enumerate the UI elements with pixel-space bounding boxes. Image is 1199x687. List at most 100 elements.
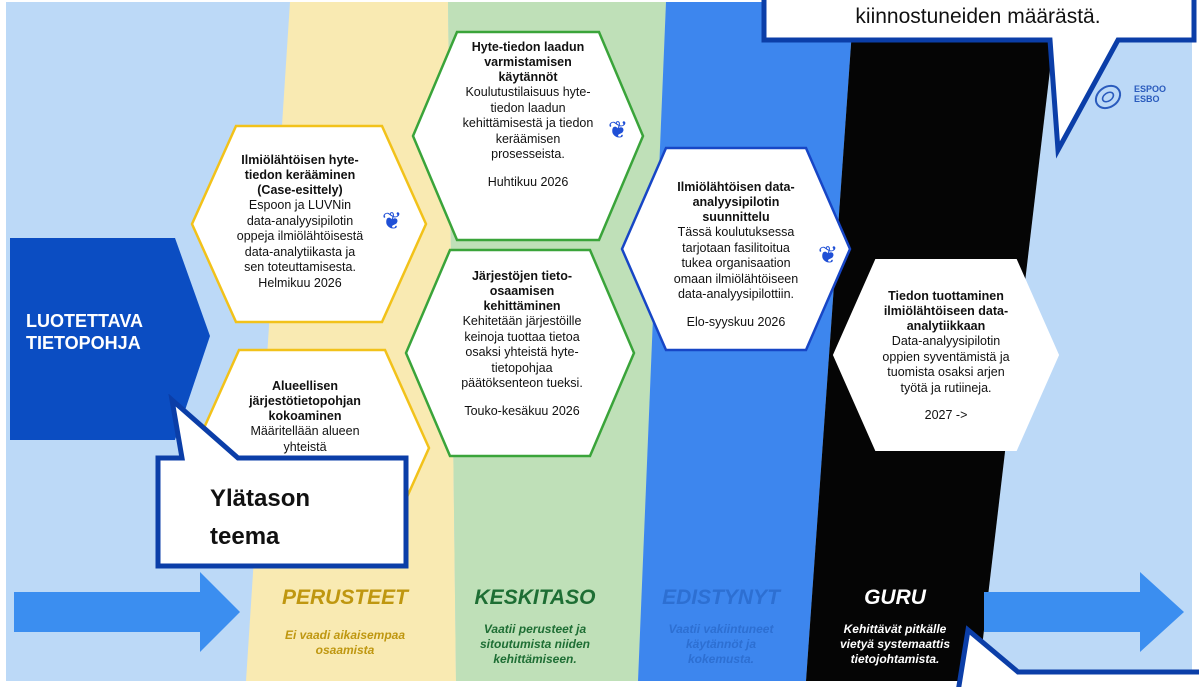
logo-line: ESPOO — [1134, 84, 1167, 94]
hex-body-line: omaan ilmiölähtöiseen — [673, 271, 799, 286]
hex-case — [190, 124, 428, 324]
hex-title: Järjestöjen tieto- osaamisen kehittämine… — [434, 269, 610, 314]
hex-jarj — [404, 248, 636, 458]
callout-top-text: kiinnostuneiden määrästä. — [855, 5, 1101, 28]
level-keskitaso-name: KESKITASO — [474, 586, 596, 609]
hex-body-line: Data-analyysipilotin — [891, 334, 1001, 348]
hex-body-line: Huhtikuu 2026 — [487, 174, 569, 189]
award-wreath-icon: ❦ — [382, 208, 403, 235]
hex-title-line: kehittäminen — [483, 299, 561, 313]
level-edistynyt-name: EDISTYNYT — [662, 586, 780, 609]
hex-title-line: varmistamisen — [484, 55, 572, 69]
espoo-logo-text: ESPOO ESBO — [1134, 84, 1174, 104]
callout-bottom-right-shape — [956, 625, 1199, 687]
hex-title-line: tiedon kerääminen — [244, 168, 356, 182]
level-perusteet-desc: Ei vaadi aikaisempaa osaamista — [250, 628, 440, 658]
hex-body: Koulutustilaisuus hyte- tiedon laadun ke… — [444, 85, 612, 190]
hex-body-line: Elo-syyskuu 2026 — [686, 314, 786, 329]
level-desc-line: Ei vaadi aikaisempaa — [284, 628, 406, 642]
hex-body-line: Touko-kesäkuu 2026 — [464, 403, 580, 418]
hex-pilotti-text: Ilmiölähtöisen data- analyysipilotin suu… — [650, 180, 822, 330]
logo-line: ESBO — [1134, 94, 1160, 104]
level-keskitaso-desc: Vaatii perusteet ja sitoutumista niiden … — [440, 622, 630, 667]
level-guru-name: GURU — [864, 586, 926, 609]
hex-body-line: data-analytiikasta ja — [244, 244, 356, 259]
callout-bottom-line: Ylätason — [210, 485, 311, 512]
callout-top-shape — [761, 0, 1197, 159]
hex-laatu — [411, 30, 645, 242]
hex-title-line: osaamisen — [489, 284, 555, 298]
hex-body: Data-analyysipilotin oppien syventämistä… — [862, 334, 1030, 424]
hex-body-line: data-analyysipilottiin. — [677, 287, 795, 301]
teema-label-line: TIETOPOHJA — [26, 333, 141, 353]
level-desc-line: vietyä systemaattis — [839, 637, 951, 651]
level-desc-line: tietojohtamista. — [850, 652, 940, 666]
hex-body-line: sen toteuttamisesta. — [244, 260, 356, 274]
hex-body-line: Määritellään alueen — [250, 424, 360, 438]
level-perusteet-name: PERUSTEET — [281, 586, 409, 609]
hex-case-text: Ilmiölähtöisen hyte- tiedon kerääminen (… — [216, 153, 384, 291]
hex-body-line: Tässä koulutuksessa — [677, 225, 795, 239]
teema-label-line: LUOTETTAVA — [26, 311, 143, 331]
hex-body-line: 2027 -> — [924, 408, 968, 422]
callout-bottom-line: teema — [210, 523, 280, 550]
hex-body-line: Kehitetään järjestöille — [462, 314, 582, 328]
hex-title-line: Järjestöjen tieto- — [471, 269, 573, 283]
hex-body-line: tarjotaan fasilitoitua — [682, 240, 790, 255]
hex-title: Tiedon tuottaminen ilmiölähtöiseen data-… — [862, 289, 1030, 334]
hex-alue-text: Alueellisen järjestötietopohjan kokoamin… — [222, 379, 388, 455]
hex-title-line: suunnittelu — [702, 210, 770, 224]
hex-title-line: järjestötietopohjan — [249, 394, 361, 408]
award-wreath-icon: ❦ — [818, 242, 839, 269]
hex-body-line: tuomista osaksi arjen — [887, 365, 1005, 379]
award-wreath-icon: ❦ — [608, 117, 629, 144]
espoo-logo-icon — [1094, 84, 1122, 110]
hex-title-line: Alueellisen — [272, 379, 338, 393]
hex-jarj-text: Järjestöjen tieto- osaamisen kehittämine… — [434, 269, 610, 419]
level-desc-line: sitoutumista niiden — [479, 637, 590, 651]
hex-body-line: prosesseista. — [491, 147, 565, 161]
arrow-left — [14, 572, 240, 652]
hex-body-line: kehittämisestä ja tiedon — [462, 116, 594, 130]
hex-body: Tässä koulutuksessa tarjotaan fasilitoit… — [650, 225, 822, 330]
hex-body: Määritellään alueen yhteistä — [222, 424, 388, 455]
hex-body-line — [444, 163, 612, 175]
hex-body: Espoon ja LUVNin data-analyysipilotin op… — [216, 198, 384, 291]
teema-shape — [10, 238, 210, 440]
level-desc-line: kokemusta. — [687, 652, 755, 666]
hex-title: Ilmiölähtöisen data- analyysipilotin suu… — [650, 180, 822, 225]
hex-title-line: analyysipilotin — [692, 195, 780, 209]
hex-body-line: oppeja ilmiölähtöisestä — [236, 229, 364, 243]
hex-title-line: (Case-esittely) — [257, 183, 343, 197]
level-edistynyt-desc: Vaatii vakiintuneet käytännöt ja kokemus… — [626, 622, 816, 667]
hex-title: Hyte-tiedon laadun varmistamisen käytänn… — [444, 40, 612, 85]
level-desc-line: Kehittävät pitkälle — [843, 622, 947, 636]
hex-title-line: Ilmiölähtöisen hyte- — [241, 153, 359, 167]
callout-bottom-shape — [155, 394, 409, 569]
hex-title-line: kokoaminen — [268, 409, 342, 423]
hex-body-line: tietopohjaa — [491, 360, 553, 375]
hex-title: Ilmiölähtöisen hyte- tiedon kerääminen (… — [216, 153, 384, 198]
level-desc-line: Vaatii vakiintuneet — [668, 622, 774, 636]
hex-title-line: analytiikkaan — [906, 319, 986, 333]
hex-tuottaminen — [832, 259, 1060, 451]
hex-body-line: oppien syventämistä ja — [882, 349, 1010, 364]
level-desc-line: käytännöt ja — [685, 637, 757, 651]
hex-body-line — [650, 303, 822, 315]
hex-body-line: Koulutustilaisuus hyte- — [465, 85, 591, 99]
hex-title-line: Hyte-tiedon laadun — [471, 40, 585, 54]
hex-pilotti — [620, 146, 852, 352]
hex-tuottaminen-text: Tiedon tuottaminen ilmiölähtöiseen data-… — [862, 289, 1030, 424]
hex-title-line: Ilmiölähtöisen data- — [677, 180, 795, 194]
hex-body-line — [862, 396, 1030, 408]
hex-body-line: työtä ja rutiineja. — [900, 380, 992, 395]
callout-bottom-text: Ylätason teema — [210, 480, 380, 556]
hex-title-line: ilmiölähtöiseen data- — [883, 304, 1009, 318]
hex-body-line: päätöksenteon tueksi. — [461, 376, 583, 390]
hex-body-line: Espoon ja LUVNin — [248, 198, 352, 212]
hex-body-line: data-analyysipilotin — [246, 213, 354, 228]
hex-body: Kehitetään järjestöille keinoja tuottaa … — [434, 314, 610, 419]
hex-laatu-text: Hyte-tiedon laadun varmistamisen käytänn… — [444, 40, 612, 190]
hex-body-line: osaksi yhteistä hyte- — [465, 345, 579, 359]
